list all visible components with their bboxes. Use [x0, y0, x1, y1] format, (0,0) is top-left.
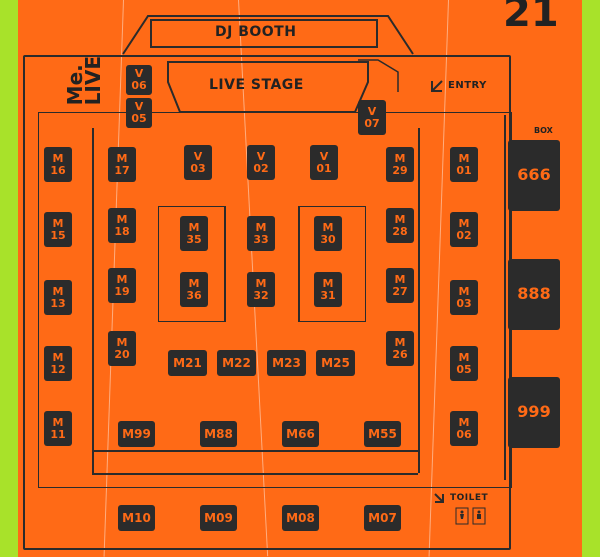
- seat-m21[interactable]: M21: [168, 350, 207, 376]
- seat-m22[interactable]: M22: [217, 350, 256, 376]
- seat-m12[interactable]: M 12: [44, 346, 72, 381]
- seat-m28[interactable]: M 28: [386, 208, 414, 243]
- center-divider-left: [224, 206, 226, 322]
- center-divider-right: [298, 206, 300, 322]
- seat-v06[interactable]: V 06: [126, 65, 152, 95]
- dj-booth-box[interactable]: [150, 19, 378, 48]
- seat-m36[interactable]: M 36: [180, 272, 208, 307]
- seat-m25[interactable]: M25: [316, 350, 355, 376]
- seat-v07[interactable]: V 07: [358, 100, 386, 135]
- seat-m66[interactable]: M66: [282, 421, 319, 447]
- box-999[interactable]: 999: [508, 377, 560, 448]
- center-frame-right: [298, 206, 366, 322]
- seat-m10[interactable]: M10: [118, 505, 155, 531]
- seat-v03[interactable]: V 03: [184, 145, 212, 180]
- seat-m15[interactable]: M 15: [44, 212, 72, 247]
- seat-m16[interactable]: M 16: [44, 147, 72, 182]
- box-666[interactable]: 666: [508, 140, 560, 211]
- seat-m20[interactable]: M 20: [108, 331, 136, 366]
- seat-m55[interactable]: M55: [364, 421, 401, 447]
- seat-m88[interactable]: M88: [200, 421, 237, 447]
- seat-v01[interactable]: V 01: [310, 145, 338, 180]
- box-label: BOX: [534, 126, 553, 135]
- brand-vertical-text: Me. LIVE: [63, 56, 105, 106]
- arrow-down-left-icon: [431, 80, 443, 92]
- seat-m09[interactable]: M09: [200, 505, 237, 531]
- seat-m01[interactable]: M 01: [450, 147, 478, 182]
- box-888[interactable]: 888: [508, 259, 560, 330]
- seat-m32[interactable]: M 32: [247, 272, 275, 307]
- stage-outline: [122, 15, 414, 113]
- seat-m27[interactable]: M 27: [386, 268, 414, 303]
- seat-m99[interactable]: M99: [118, 421, 155, 447]
- seat-m33[interactable]: M 33: [247, 216, 275, 251]
- seat-m23[interactable]: M23: [267, 350, 306, 376]
- seat-m07[interactable]: M07: [364, 505, 401, 531]
- seat-m02[interactable]: M 02: [450, 212, 478, 247]
- seat-m18[interactable]: M 18: [108, 208, 136, 243]
- left-border-line: [92, 128, 94, 473]
- year-fragment: 21: [503, 0, 559, 36]
- front-row-line: [92, 450, 418, 452]
- seat-m19[interactable]: M 19: [108, 268, 136, 303]
- live-stage-label: LIVE STAGE: [209, 77, 304, 93]
- seat-m29[interactable]: M 29: [386, 147, 414, 182]
- seat-v02[interactable]: V 02: [247, 145, 275, 180]
- seating-map-poster: DJ BOOTH LIVE STAGE ENTRY BOX TOILET Me.…: [18, 0, 582, 557]
- dj-booth-label: DJ BOOTH: [215, 24, 297, 40]
- toilet-label: TOILET: [450, 493, 489, 503]
- seat-m35[interactable]: M 35: [180, 216, 208, 251]
- seat-m31[interactable]: M 31: [314, 272, 342, 307]
- back-row-line: [92, 473, 418, 475]
- seat-m26[interactable]: M 26: [386, 331, 414, 366]
- seat-v05[interactable]: V 05: [126, 98, 152, 128]
- seat-m08[interactable]: M08: [282, 505, 319, 531]
- box-divider: [504, 115, 506, 480]
- seat-m05[interactable]: M 05: [450, 346, 478, 381]
- seat-m06[interactable]: M 06: [450, 411, 478, 446]
- arrow-down-right-icon: [434, 493, 444, 503]
- seat-m17[interactable]: M 17: [108, 147, 136, 182]
- seat-m30[interactable]: M 30: [314, 216, 342, 251]
- seat-m13[interactable]: M 13: [44, 280, 72, 315]
- entry-label: ENTRY: [448, 80, 487, 91]
- right-border-line: [418, 128, 420, 473]
- center-frame-left: [158, 206, 226, 322]
- seat-m03[interactable]: M 03: [450, 280, 478, 315]
- restroom-icon: [455, 507, 486, 525]
- seat-m11[interactable]: M 11: [44, 411, 72, 446]
